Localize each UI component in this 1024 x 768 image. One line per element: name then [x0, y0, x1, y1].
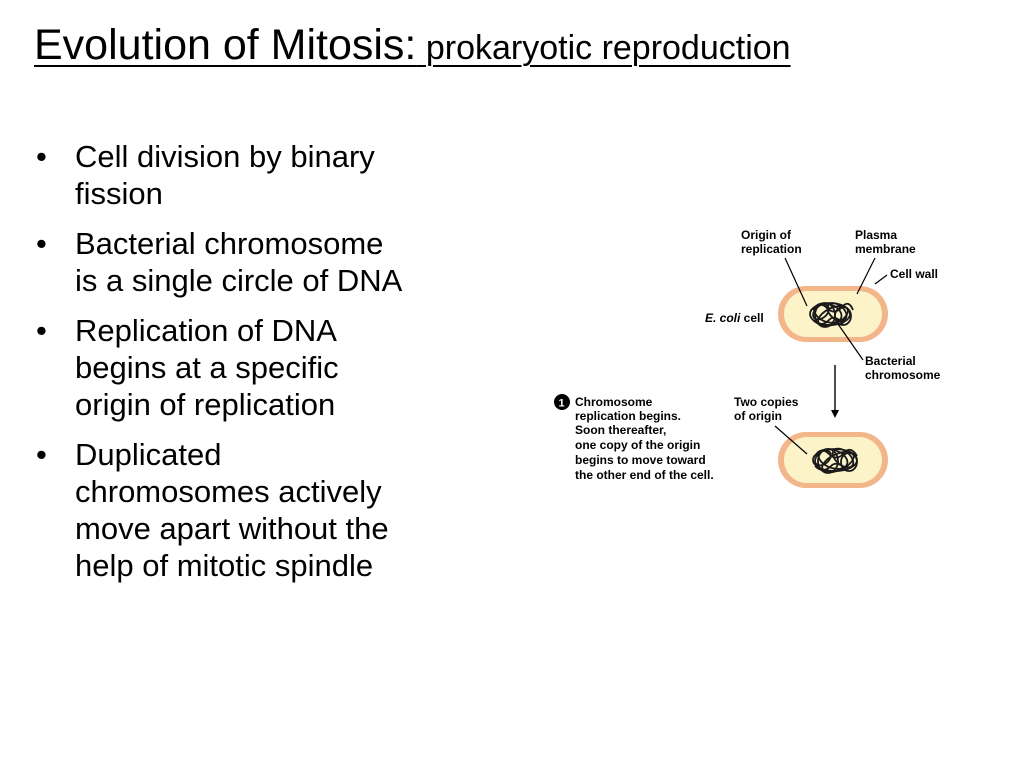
ecoli-label: E. coli cell [705, 311, 764, 325]
bullet-line: is a single circle of DNA [75, 263, 403, 298]
title-main: Evolution of Mitosis: [34, 21, 417, 69]
bullet-icon: • [36, 139, 47, 174]
bullet-icon: • [36, 226, 47, 261]
chromosome-top [809, 302, 854, 328]
step-text-line6: the other end of the cell. [575, 468, 714, 482]
step-text-line1: Chromosome [575, 395, 653, 409]
cell-wall-label: Cell wall [890, 267, 938, 281]
bullet-line: Bacterial chromosome [75, 226, 384, 261]
bullet-line: begins at a specific [75, 350, 339, 385]
bullet-icon: • [36, 437, 47, 472]
bullet-item: • Replication of DNA begins at a specifi… [34, 312, 504, 423]
step-number-badge [554, 394, 570, 410]
chromosome-bottom [812, 447, 858, 474]
origin-label-line1: Origin of [741, 228, 792, 242]
ecoli-label-rest: cell [740, 311, 763, 325]
figure-svg: Origin of replication Plasma membrane Ce… [554, 228, 941, 488]
bullet-list: • Cell division by binary fission • Bact… [34, 138, 504, 597]
bullet-line: Cell division by binary [75, 139, 375, 174]
step-text-line3: Soon thereafter, [575, 423, 666, 437]
chromosome-label-line1: Bacterial [865, 354, 916, 368]
bullet-line: Replication of DNA [75, 313, 337, 348]
down-arrow-icon [831, 365, 839, 418]
plasma-label-line2: membrane [855, 242, 916, 256]
bullet-line: Duplicated [75, 437, 222, 472]
bullet-line: chromosomes actively [75, 474, 382, 509]
title-subtitle: prokaryotic reproduction [416, 29, 791, 67]
binary-fission-figure: Origin of replication Plasma membrane Ce… [545, 220, 975, 500]
bullet-line: origin of replication [75, 387, 336, 422]
plasma-label-line1: Plasma [855, 228, 897, 242]
plasma-membrane-top [784, 291, 882, 337]
bullet-line: move apart without the [75, 511, 389, 546]
origin-label-line2: replication [741, 242, 802, 256]
bullet-icon: • [36, 313, 47, 348]
step-text-line2: replication begins. [575, 409, 681, 423]
two-copies-label-line2: of origin [734, 409, 782, 423]
two-copies-label-line1: Two copies [734, 395, 799, 409]
chromosome-label-line2: chromosome [865, 368, 941, 382]
plasma-membrane-bottom [784, 437, 882, 483]
step-text-line5: begins to move toward [575, 453, 706, 467]
leader-lines-top [784, 257, 888, 361]
slide-title: Evolution of Mitosis: prokaryotic reprod… [34, 21, 1004, 69]
bullet-line: help of mitotic spindle [75, 548, 374, 583]
bullet-line: fission [75, 176, 163, 211]
step-text-line4: one copy of the origin [575, 438, 700, 452]
ecoli-cell-bottom [778, 432, 888, 488]
bullet-item: • Bacterial chromosome is a single circl… [34, 225, 504, 299]
step-number: 1 [559, 398, 565, 410]
ecoli-cell-top [778, 286, 888, 342]
bullet-item: • Cell division by binary fission [34, 138, 504, 212]
bullet-item: • Duplicated chromosomes actively move a… [34, 436, 504, 584]
ecoli-label-italic: E. coli [705, 311, 741, 325]
two-copies-leader-line [774, 425, 808, 455]
